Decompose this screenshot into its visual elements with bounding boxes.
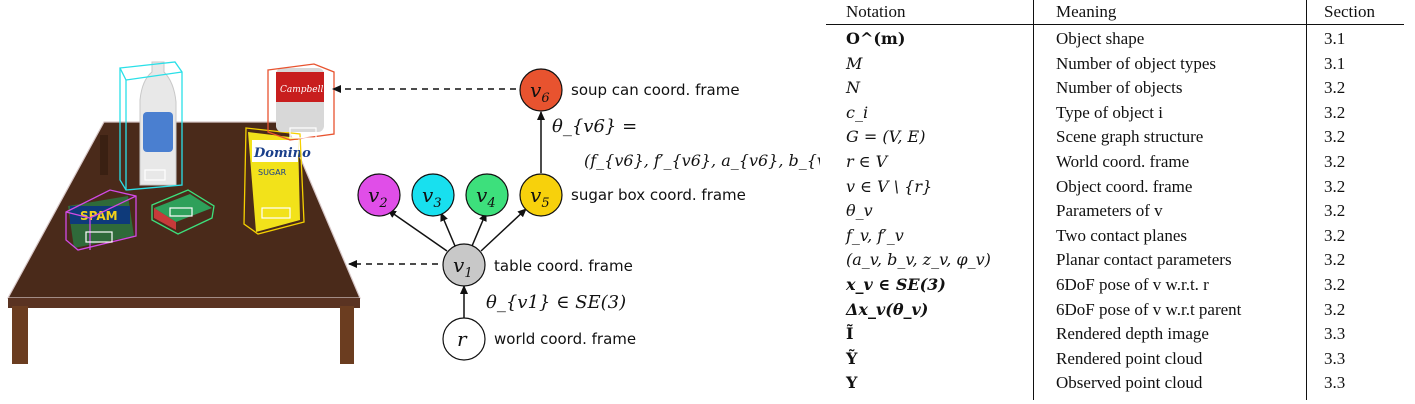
- section-cell: 3.3: [1324, 324, 1346, 344]
- section-cell: 3.2: [1324, 201, 1346, 221]
- soup-can-object: Campbell's: [267, 63, 335, 141]
- theta-v6-eq: θ_{v6} =: [552, 116, 637, 137]
- meaning-cell: Scene graph structure: [1056, 127, 1204, 147]
- meaning-cell: Object shape: [1056, 29, 1145, 48]
- header-meaning: Meaning: [1056, 2, 1117, 21]
- edge-v1-v4: [471, 212, 487, 247]
- section-cell: 3.2: [1324, 152, 1346, 171]
- column-divider: [1033, 0, 1034, 400]
- edge-v1-v5: [480, 208, 527, 252]
- table-header-row: Notation Meaning Section: [826, 0, 1404, 25]
- notation-cell: O^(m): [846, 29, 906, 48]
- section-cell: 3.1: [1324, 53, 1346, 73]
- section-cell: 3.2: [1324, 275, 1346, 294]
- table-row: c_i Type of object i 3.2: [826, 101, 1404, 126]
- world-frame-label: world coord. frame: [494, 330, 636, 348]
- sugar-frame-label: sugar box coord. frame: [571, 186, 746, 204]
- table-frame-label: table coord. frame: [494, 257, 633, 275]
- spam-label: SPAM: [80, 209, 118, 223]
- bottle-object: [119, 61, 183, 191]
- notation-cell: x_v ∈ SE(3): [846, 275, 946, 294]
- scene-graph-figure: SPAM Domino SUGAR Campbell's: [6, 61, 820, 364]
- table-row: (a_v, b_v, z_v, φ_v) Planar contact para…: [826, 248, 1404, 273]
- theta-v1-eq: θ_{v1} ∈ SE(3): [486, 292, 626, 313]
- notation-cell: (a_v, b_v, z_v, φ_v): [846, 250, 991, 270]
- notation-cell: G = (V, E): [846, 127, 926, 147]
- sugar-box-object: Domino SUGAR: [243, 127, 311, 235]
- node-v1: v1: [442, 243, 486, 287]
- section-cell: 3.2: [1324, 78, 1346, 98]
- meaning-cell: Parameters of v: [1056, 201, 1163, 221]
- table-row: G = (V, E) Scene graph structure 3.2: [826, 125, 1404, 150]
- small-box-object: [151, 189, 215, 235]
- section-cell: 3.1: [1324, 29, 1346, 48]
- section-cell: 3.2: [1324, 176, 1346, 196]
- notation-cell: M: [846, 53, 863, 73]
- soup-frame-label: soup can coord. frame: [571, 81, 740, 99]
- section-cell: 3.2: [1324, 225, 1346, 245]
- notation-cell: c_i: [846, 102, 869, 122]
- sugar-word: SUGAR: [258, 168, 287, 177]
- notation-cell: N: [846, 78, 860, 98]
- meaning-cell: World coord. frame: [1056, 152, 1190, 171]
- meaning-cell: Observed point cloud: [1056, 373, 1203, 393]
- header-rule: [826, 24, 1404, 25]
- table-row: Ỹ Rendered point cloud 3.3: [826, 347, 1404, 372]
- svg-text:r: r: [457, 327, 468, 351]
- notation-table: Notation Meaning Section O^(m) Object sh…: [826, 0, 1404, 400]
- table-row: Y Observed point cloud 3.3: [826, 371, 1404, 396]
- edge-v1-v3: [440, 212, 456, 247]
- section-cell: 3.3: [1324, 348, 1346, 368]
- node-v2: v2: [357, 173, 401, 217]
- table-row: M Number of object types 3.1: [826, 52, 1404, 77]
- meaning-cell: Rendered depth image: [1056, 324, 1209, 344]
- table-row: Δx_v(θ_v) 6DoF pose of v w.r.t parent 3.…: [826, 298, 1404, 323]
- section-cell: 3.3: [1324, 373, 1346, 393]
- meaning-cell: Planar contact parameters: [1056, 250, 1232, 270]
- meaning-cell: Object coord. frame: [1056, 176, 1193, 196]
- soup-label: Campbell's: [280, 85, 331, 95]
- table-row: f_v, f′_v Two contact planes 3.2: [826, 224, 1404, 249]
- table-row: θ_v Parameters of v 3.2: [826, 199, 1404, 224]
- column-divider: [1306, 0, 1307, 400]
- table-row: v ∈ V \ {r} Object coord. frame 3.2: [826, 175, 1404, 200]
- table-row: Ĩ Rendered depth image 3.3: [826, 322, 1404, 347]
- spam-object: SPAM: [65, 189, 137, 251]
- notation-cell: Ỹ: [846, 348, 858, 368]
- theta-v6-params: (f_{v6}, f′_{v6}, a_{v6}, b_{v6}, z_{v6}…: [584, 151, 820, 170]
- section-cell: 3.2: [1324, 250, 1346, 270]
- table-row: x_v ∈ SE(3) 6DoF pose of v w.r.t. r 3.2: [826, 273, 1404, 298]
- node-v4: v4: [465, 173, 509, 217]
- meaning-cell: 6DoF pose of v w.r.t parent: [1056, 299, 1242, 319]
- domino-label: Domino: [253, 146, 311, 161]
- notation-cell: r ∈ V: [846, 152, 888, 171]
- meaning-cell: Number of object types: [1056, 53, 1217, 73]
- node-v5: v5: [519, 173, 563, 217]
- header-section: Section: [1324, 2, 1375, 21]
- node-v3: v3: [411, 173, 455, 217]
- notation-cell: Ĩ: [846, 324, 854, 344]
- edge-v1-v2: [387, 209, 448, 252]
- meaning-cell: Two contact planes: [1056, 225, 1187, 245]
- meaning-cell: Number of objects: [1056, 78, 1183, 98]
- meaning-cell: 6DoF pose of v w.r.t. r: [1056, 275, 1209, 294]
- notation-cell: Δx_v(θ_v): [846, 299, 929, 319]
- section-cell: 3.2: [1324, 102, 1346, 122]
- node-r: r: [442, 317, 486, 361]
- section-cell: 3.2: [1324, 299, 1346, 319]
- meaning-cell: Type of object i: [1056, 102, 1163, 122]
- notation-cell: f_v, f′_v: [846, 225, 904, 245]
- notation-cell: θ_v: [846, 201, 873, 221]
- table-row: r ∈ V World coord. frame 3.2: [826, 150, 1404, 175]
- notation-cell: v ∈ V \ {r}: [846, 176, 933, 196]
- table-row: O^(m) Object shape 3.1: [826, 27, 1404, 52]
- meaning-cell: Rendered point cloud: [1056, 348, 1203, 368]
- header-notation: Notation: [846, 2, 906, 21]
- table-row: N Number of objects 3.2: [826, 76, 1404, 101]
- node-v6: v6: [519, 68, 563, 112]
- notation-cell: Y: [846, 373, 858, 393]
- section-cell: 3.2: [1324, 127, 1346, 147]
